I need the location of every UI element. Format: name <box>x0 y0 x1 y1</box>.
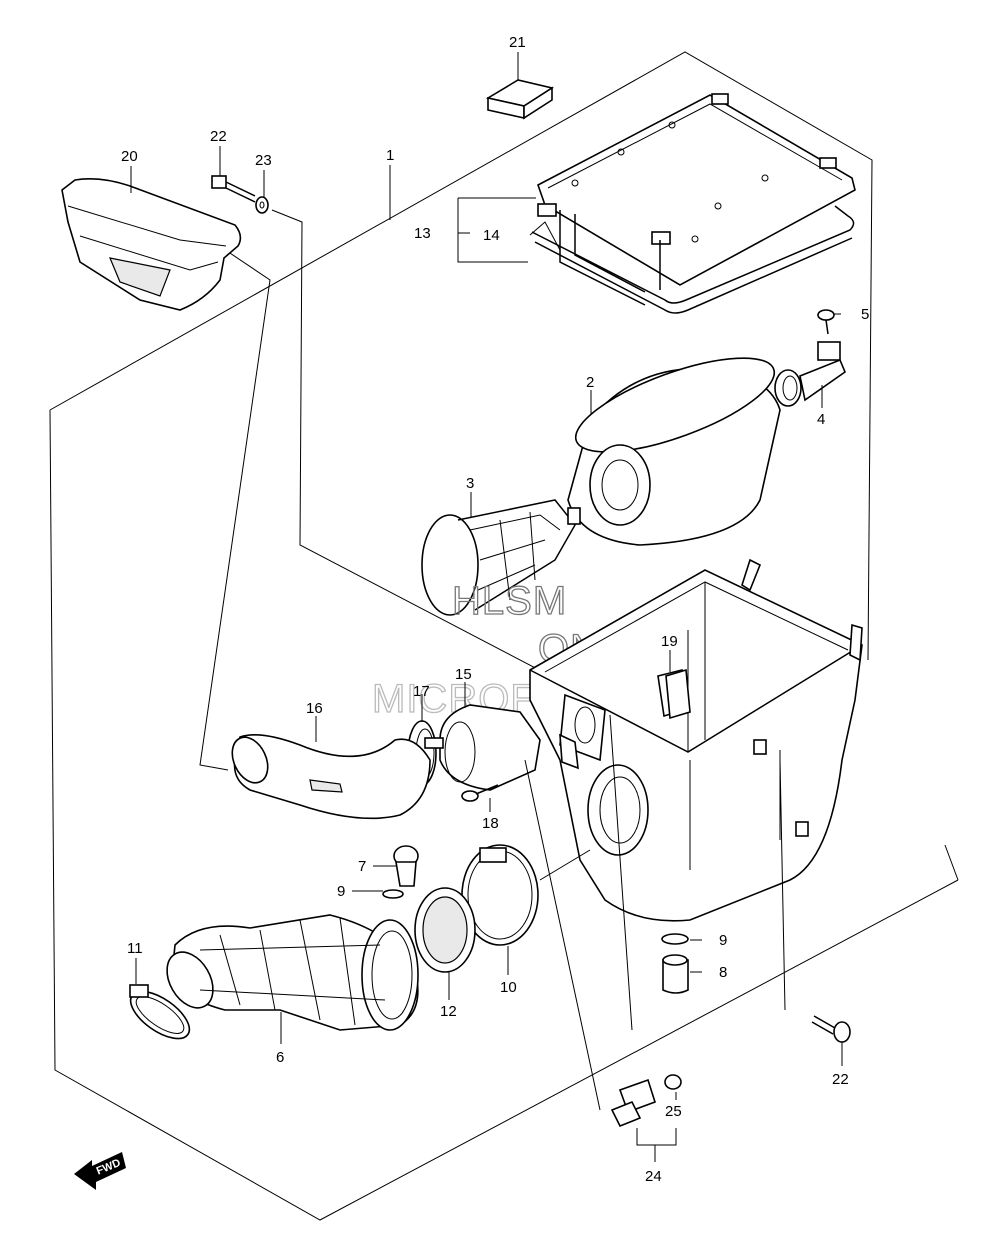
callout-2: 2 <box>586 374 594 391</box>
part-25-oring <box>664 1074 682 1090</box>
callout-20: 20 <box>121 148 138 165</box>
part-9-clip-right <box>661 933 689 945</box>
assembly-boundary <box>49 51 959 1221</box>
part-1-case <box>529 558 863 922</box>
callout-24: 24 <box>645 1168 662 1185</box>
callout-14: 14 <box>483 227 500 244</box>
part-11-clamp <box>129 984 191 1040</box>
callout-3: 3 <box>466 475 474 492</box>
callout-1: 1 <box>386 147 394 164</box>
callout-11: 11 <box>127 940 143 957</box>
callout-15: 15 <box>455 666 472 683</box>
callout-19: 19 <box>661 633 678 650</box>
callout-9-left: 9 <box>337 883 345 900</box>
callout-4: 4 <box>817 411 825 428</box>
part-23-washer <box>255 196 269 214</box>
callout-10: 10 <box>500 979 517 996</box>
callout-22-bottom: 22 <box>832 1071 849 1088</box>
callout-17: 17 <box>413 683 430 700</box>
watermark-line-1: HLSM <box>452 579 567 623</box>
part-18-bolt <box>461 784 499 802</box>
part-22-screw-lower <box>811 1015 851 1043</box>
part-8-cap <box>662 954 689 994</box>
part-9-clip-left <box>382 889 404 899</box>
part-2-element <box>567 357 781 546</box>
callout-25: 25 <box>665 1103 682 1120</box>
callout-23: 23 <box>255 152 272 169</box>
callout-12: 12 <box>440 1003 457 1020</box>
part-16-tube <box>231 734 431 820</box>
part-15-joint <box>439 704 579 791</box>
callout-5: 5 <box>861 306 869 323</box>
part-22-screw-top <box>211 175 256 203</box>
part-6-boot <box>166 914 419 1031</box>
part-21-block <box>485 79 555 120</box>
callout-9-right: 9 <box>719 932 727 949</box>
part-5-screw <box>817 309 835 335</box>
part-19-bracket <box>665 668 691 720</box>
part-14-seal <box>529 205 855 314</box>
callout-13: 13 <box>414 225 431 242</box>
callouts: 1 2 3 4 5 6 7 8 9 9 10 11 12 13 14 15 16… <box>121 34 869 1185</box>
part-10-clamp <box>461 844 539 946</box>
part-12-screen <box>414 887 476 973</box>
part-3-frame <box>421 499 581 616</box>
callout-7: 7 <box>358 858 366 875</box>
callout-8: 8 <box>719 964 727 981</box>
callout-22-top: 22 <box>210 128 227 145</box>
callout-18: 18 <box>482 815 499 832</box>
part-4-fitting <box>774 341 846 407</box>
part-24-drain <box>610 1078 656 1128</box>
part-20-cover <box>61 178 242 311</box>
part-7-fitting <box>393 845 419 887</box>
callout-16: 16 <box>306 700 323 717</box>
leader-lines <box>130 52 843 1162</box>
part-13-cap <box>537 93 856 306</box>
callout-21: 21 <box>509 34 526 51</box>
callout-6: 6 <box>276 1049 284 1066</box>
fwd-arrow-icon: FWD <box>74 1152 126 1190</box>
